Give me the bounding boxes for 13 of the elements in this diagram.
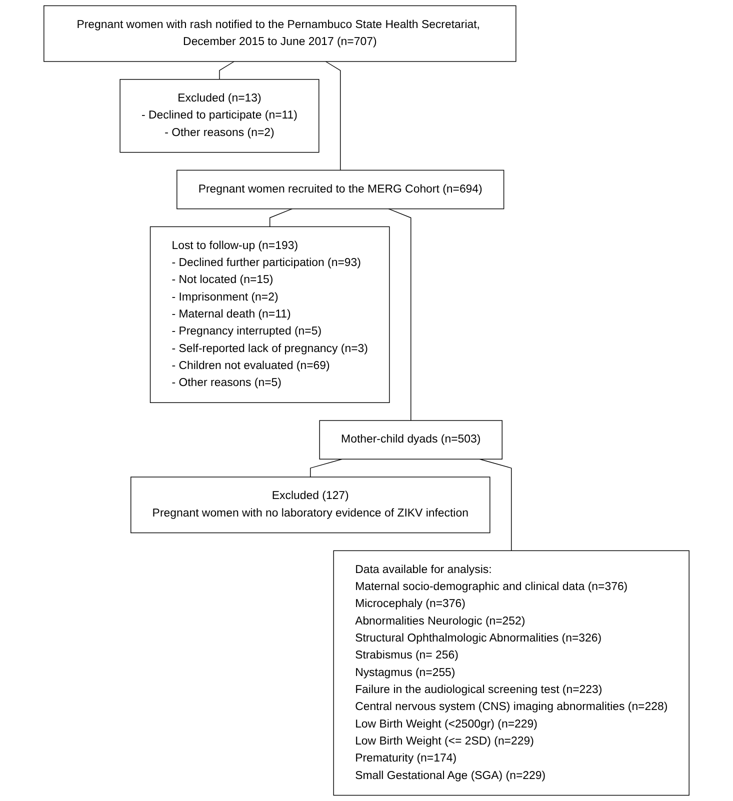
connector [325, 61, 341, 171]
node-box: Lost to follow-up (n=193) - Declined further participation (n=93) - Not located (n=15) - Imprisonment (n=2) - Maternal death (n=11) - Pregnancy interrupted (n=5) - Self-reported lack of pregnancy (n=3) - Children not evaluated (n=69) - Other reasons (n=5) [150, 226, 390, 403]
node-box: Data available for analysis: Maternal socio-demographic and clinical data (n=376) Microcephaly (n=376) Abnormalities Neurologic (n=252) Structural Ophthalmologic Abnormalities (n=326) Strabismus (n= 256) Nystagmus (n=255) Failure in the audiological screening test (n=223) Central nervous system (CNS) imaging abnormalities (n=228) Low Birth Weight (<2500gr) (n=229) Low Birth Weight (<= 2SD) (n=229) Prematurity (n=174) Small Gestational Age (SGA) (n=229) [333, 550, 690, 796]
node-box: Excluded (n=13) - Declined to participate (n=11) - Other reasons (n=2) [120, 79, 320, 153]
connector [310, 458, 343, 478]
node-box: Pregnant women recruited to the MERG Cohort (n=694) [176, 170, 504, 210]
node-box: Excluded (127) Pregnant women with no laboratory evidence of ZIKV infection [130, 476, 490, 534]
connector [479, 458, 512, 552]
connector [388, 208, 412, 421]
node-box: Mother-child dyads (n=503) [319, 420, 502, 460]
connector [219, 61, 234, 80]
node-box: Pregnant women with rash notified to the Pernambuco State Health Secretariat, December 2015 to June 2017 (n=707) [44, 5, 516, 62]
connector [269, 208, 293, 228]
